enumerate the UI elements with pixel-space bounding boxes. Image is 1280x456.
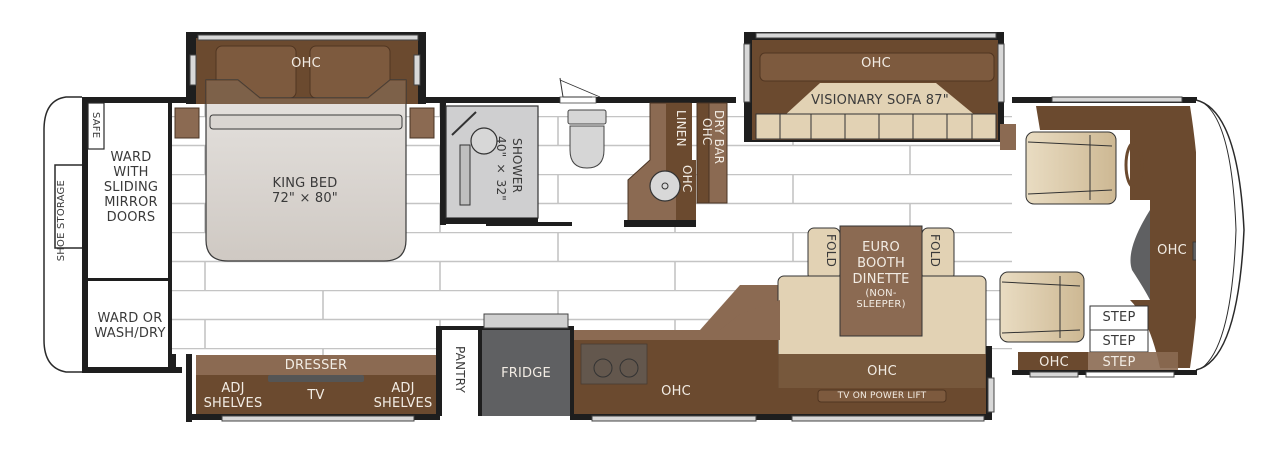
dry-bar-label: DRY BAR xyxy=(712,110,726,165)
fridge-label: FRIDGE xyxy=(501,366,551,381)
tv-label: TV xyxy=(307,388,325,403)
step-2-label: STEP xyxy=(1102,334,1136,349)
front-dash xyxy=(1036,106,1200,368)
dry-bar-ohc-label: OHC xyxy=(700,118,714,146)
windshield xyxy=(1195,99,1245,371)
step-1 xyxy=(1089,305,1149,331)
safe-label: SAFE xyxy=(90,112,101,139)
adj-shelves-left: ADJ SHELVES xyxy=(203,381,263,411)
shoe-storage-label: SHOE STORAGE xyxy=(56,180,67,262)
dinette-ohc-label: OHC xyxy=(867,364,897,379)
step-3-label: STEP xyxy=(1102,355,1136,370)
fold-left-label: FOLD xyxy=(824,234,838,268)
step-1-label: STEP xyxy=(1102,310,1136,325)
driver-seat xyxy=(1025,131,1117,205)
cooktop xyxy=(580,343,648,385)
adj-shelves-right: ADJ SHELVES xyxy=(373,381,433,411)
front-ohc-label: OHC xyxy=(1157,243,1187,258)
sofa-ohc-label: OHC xyxy=(861,56,891,71)
entry-ohc-label: OHC xyxy=(1039,355,1069,370)
galley-ohc-label: OHC xyxy=(661,384,691,399)
sofa xyxy=(755,113,997,140)
shoe-storage-box xyxy=(54,164,84,249)
dresser-label: DRESSER xyxy=(284,358,348,373)
euro-booth-dinette[interactable]: EURO BOOTH DINETTE (NON- SLEEPER) xyxy=(852,240,910,310)
tv-power-lift-label: TV ON POWER LIFT xyxy=(837,391,927,401)
fold-right-label: FOLD xyxy=(928,234,942,268)
bedroom-ohc-label: OHC xyxy=(291,56,321,71)
wardrobe-sliding-mirror[interactable]: WARD WITH SLIDING MIRROR DOORS xyxy=(103,150,159,225)
fridge xyxy=(482,330,570,416)
king-bed-label[interactable]: KING BED 72" × 80" xyxy=(271,176,338,206)
dinette-table xyxy=(839,225,923,337)
pantry-label: PANTRY xyxy=(453,346,467,394)
passenger-seat xyxy=(999,271,1085,343)
linen-label: LINEN xyxy=(674,110,688,147)
shower-label: SHOWER xyxy=(510,138,524,194)
pantry xyxy=(442,330,478,416)
shower-size-label: 40" × 32" xyxy=(494,136,508,202)
wardrobe-or-washer-dryer[interactable]: WARD OR WASH/DRY xyxy=(94,311,166,341)
sofa-label: VISIONARY SOFA 87" xyxy=(811,93,949,108)
safe-box xyxy=(87,102,105,150)
vanity-ohc-label: OHC xyxy=(680,165,694,193)
king-bed xyxy=(205,79,407,262)
